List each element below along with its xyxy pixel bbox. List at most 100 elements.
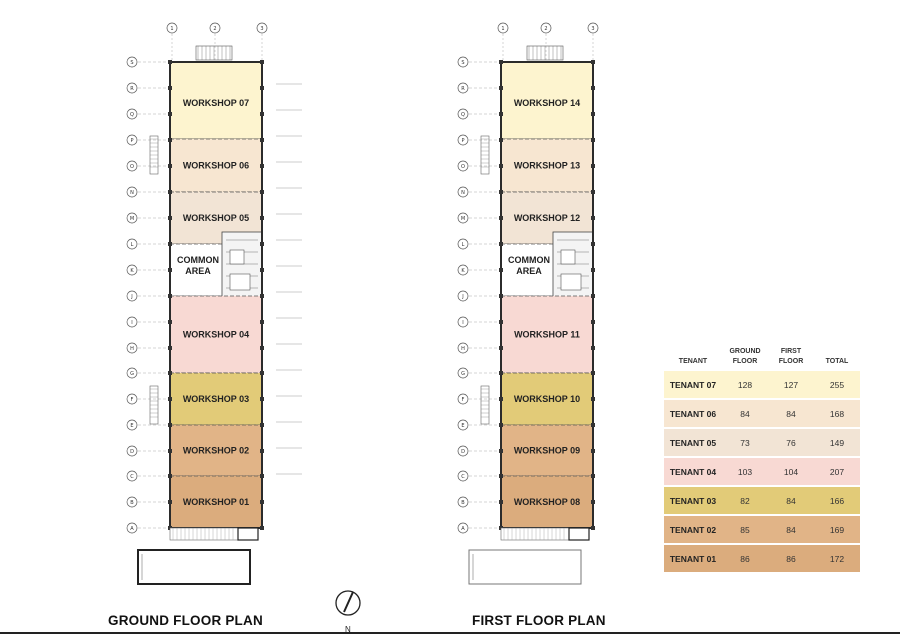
grid-column-label: 1: [501, 26, 504, 32]
grid-bubble: [457, 108, 469, 120]
north-arrow-icon: [335, 590, 361, 616]
lift: [229, 249, 245, 265]
stair-core: [560, 273, 582, 291]
grid-bubble: [540, 22, 552, 34]
grid-bubble: [587, 22, 599, 34]
room-label: WORKSHOP 05: [183, 213, 249, 223]
room-label: WORKSHOP 01: [183, 497, 249, 507]
grid-row-label: D: [461, 449, 465, 455]
grid-bubble: [126, 264, 138, 276]
grid-bubble: [497, 22, 509, 34]
grid-bubble: [126, 419, 138, 431]
tenant-name-cell: TENANT 05: [664, 429, 722, 456]
tenant-name-cell: TENANT 07: [664, 371, 722, 398]
grid-bubble: [457, 186, 469, 198]
grid-bubble: [126, 367, 138, 379]
room-label: WORKSHOP 08: [514, 497, 580, 507]
grid-bubble: [126, 186, 138, 198]
grid-row-label: L: [131, 242, 134, 248]
room-workshop-09: [500, 424, 594, 477]
grid-column-label: 3: [260, 26, 263, 32]
room-label-line2: AREA: [516, 266, 542, 276]
room-label-line1: COMMON: [177, 255, 219, 265]
grid-bubble: [457, 316, 469, 328]
entrance-strip: [500, 527, 570, 541]
grid-row-label: I: [131, 320, 132, 326]
grid-row-label: R: [461, 86, 465, 92]
grid-column-label: 1: [170, 26, 173, 32]
grid-row-label: G: [461, 371, 465, 377]
grid-row-label: F: [131, 397, 134, 403]
total-cell: 172: [814, 545, 860, 572]
grid-bubble: [126, 134, 138, 146]
room-label: WORKSHOP 09: [514, 446, 580, 456]
room-label: WORKSHOP 07: [183, 98, 249, 108]
room-label: WORKSHOP 03: [183, 394, 249, 404]
header-tenant: TENANT: [678, 358, 708, 365]
tenant-name-cell: TENANT 06: [664, 400, 722, 427]
grid-bubble: [126, 393, 138, 405]
grid-bubble: [457, 496, 469, 508]
grid-bubble: [126, 212, 138, 224]
grid-bubble: [126, 470, 138, 482]
grid-bubble: [457, 56, 469, 68]
grid-bubble: [126, 56, 138, 68]
total-cell: 207: [814, 458, 860, 485]
room-workshop-07: [169, 61, 263, 140]
room-workshop-02: [169, 424, 263, 477]
first-floor-cell: 84: [768, 516, 814, 543]
ground-floor-cell: 86: [722, 545, 768, 572]
grid-row-label: Q: [130, 112, 134, 118]
grid-bubble: [457, 367, 469, 379]
grid-row-label: L: [462, 242, 465, 248]
grid-bubble: [126, 290, 138, 302]
north-label: N: [345, 625, 351, 634]
grid-column-label: 2: [213, 26, 216, 32]
stair-core: [229, 273, 251, 291]
grid-row-label: F: [462, 397, 465, 403]
grid-row-label: S: [461, 60, 464, 66]
grid-row-label: M: [130, 216, 134, 222]
grid-row-label: M: [461, 216, 465, 222]
grid-bubble: [457, 238, 469, 250]
total-cell: 168: [814, 400, 860, 427]
room-label: WORKSHOP 13: [514, 161, 580, 171]
grid-bubble: [457, 419, 469, 431]
room-workshop-13: [500, 138, 594, 193]
room-label: WORKSHOP 12: [514, 213, 580, 223]
grid-row-label: A: [130, 526, 134, 532]
grid-row-label: N: [461, 190, 465, 196]
header-total: TOTAL: [825, 358, 849, 365]
ground-floor-cell: 85: [722, 516, 768, 543]
grid-row-label: H: [130, 346, 134, 352]
grid-row-label: P: [461, 138, 464, 144]
grid-row-label: N: [130, 190, 134, 196]
lift: [560, 249, 576, 265]
grid-bubble: [126, 108, 138, 120]
grid-row-label: J: [461, 294, 463, 300]
grid-bubble: [209, 22, 221, 34]
grid-row-label: B: [461, 500, 465, 506]
ground-floor-cell: 84: [722, 400, 768, 427]
grid-bubble: [126, 316, 138, 328]
annex-block: [137, 549, 251, 585]
room-workshop-10: [500, 372, 594, 426]
grid-bubble: [126, 238, 138, 250]
room-label: WORKSHOP 11: [514, 330, 580, 340]
tenant-name-cell: TENANT 04: [664, 458, 722, 485]
grid-bubble: [126, 342, 138, 354]
grid-bubble: [457, 522, 469, 534]
first-floor-cell: 86: [768, 545, 814, 572]
grid-column-label: 3: [591, 26, 594, 32]
grid-row-label: I: [462, 320, 463, 326]
ground-floor-plan-title: GROUND FLOOR PLAN: [108, 613, 263, 628]
grid-row-label: J: [130, 294, 132, 300]
grid-bubble: [126, 82, 138, 94]
grid-row-label: S: [130, 60, 133, 66]
grid-bubble: [457, 212, 469, 224]
